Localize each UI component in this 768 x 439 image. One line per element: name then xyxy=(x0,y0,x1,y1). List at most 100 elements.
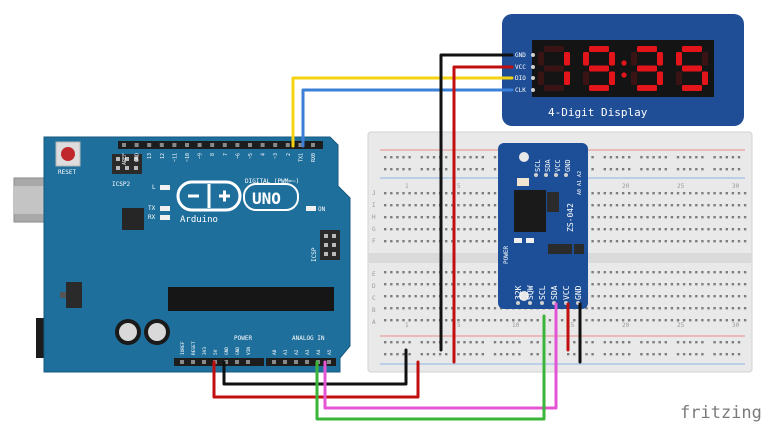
power-label: POWER xyxy=(503,246,510,264)
breadboard-hole xyxy=(469,271,472,274)
breadboard-hole xyxy=(591,192,594,195)
breadboard-hole xyxy=(615,240,619,243)
breadboard-hole xyxy=(658,156,661,159)
breadboard-hole xyxy=(737,319,741,322)
breadboard-hole xyxy=(621,204,625,207)
breadboard-hole xyxy=(713,192,716,195)
breadboard-hole xyxy=(609,353,613,356)
breadboard-hole xyxy=(420,319,423,322)
breadboard-hole xyxy=(591,271,594,274)
breadboard-hole xyxy=(640,168,643,171)
power-pin-label: GND xyxy=(224,347,230,355)
breadboard-hole xyxy=(475,156,478,159)
chip-label: ZS-042 xyxy=(566,203,575,232)
breadboard-hole xyxy=(640,192,643,195)
breadboard-hole xyxy=(573,319,576,322)
breadboard-hole xyxy=(384,353,387,356)
breadboard-hole xyxy=(591,156,594,159)
breadboard-hole xyxy=(591,228,594,231)
breadboard-hole xyxy=(713,283,716,286)
digital-label: DIGITAL (PWM=~) xyxy=(245,178,299,185)
breadboard-hole xyxy=(725,156,728,159)
breadboard-hole xyxy=(457,307,460,310)
breadboard-hole xyxy=(652,192,655,195)
breadboard-hole xyxy=(420,295,423,298)
breadboard-hole xyxy=(451,283,454,286)
breadboard-hole xyxy=(689,271,692,274)
breadboard-hole xyxy=(646,283,649,286)
breadboard-hole xyxy=(615,319,619,322)
breadboard-hole xyxy=(658,228,661,231)
breadboard-hole xyxy=(664,319,667,322)
breadboard-hole xyxy=(457,353,460,356)
breadboard-hole xyxy=(603,353,606,356)
breadboard-hole xyxy=(719,341,722,344)
breadboard-hole xyxy=(634,240,637,243)
breadboard-hole xyxy=(731,353,735,356)
pin-pad xyxy=(531,65,535,69)
breadboard-hole xyxy=(487,240,491,243)
breadboard-hole xyxy=(628,168,631,171)
breadboard-hole xyxy=(591,295,594,298)
breadboard-hole xyxy=(487,271,491,274)
breadboard-hole xyxy=(603,240,606,243)
four-digit-display-module: GND VCC DIO CLK 4-Digit Display xyxy=(502,14,744,126)
breadboard-hole xyxy=(414,216,417,219)
breadboard-hole xyxy=(707,192,710,195)
pin-label: GND xyxy=(564,159,572,172)
breadboard-hole xyxy=(701,295,704,298)
breadboard-hole xyxy=(506,319,509,322)
breadboard-hole xyxy=(713,307,716,310)
breadboard-hole xyxy=(658,319,661,322)
breadboard-hole xyxy=(725,271,728,274)
header-pin xyxy=(134,157,138,161)
reset-button xyxy=(55,141,81,167)
breadboard-hole xyxy=(603,307,606,310)
breadboard-hole xyxy=(536,353,539,356)
breadboard-hole xyxy=(493,295,497,298)
breadboard-hole xyxy=(390,353,393,356)
breadboard-hole xyxy=(426,307,430,310)
breadboard-hole xyxy=(445,341,448,344)
breadboard-hole xyxy=(493,216,497,219)
breadboard-hole xyxy=(487,192,491,195)
header-pin xyxy=(125,166,129,170)
segment-e xyxy=(583,71,589,85)
breadboard-hole xyxy=(426,271,430,274)
wire-red-vcc-display xyxy=(452,65,514,364)
breadboard-hole xyxy=(689,204,692,207)
breadboard-hole xyxy=(621,192,625,195)
breadboard-hole xyxy=(634,216,637,219)
breadboard-hole xyxy=(701,168,704,171)
breadboard-hole xyxy=(445,204,448,207)
column-number: 20 xyxy=(622,322,630,329)
breadboard-hole xyxy=(457,204,460,207)
breadboard-hole xyxy=(707,319,710,322)
pin-label: VCC xyxy=(562,285,571,300)
header-hole xyxy=(294,360,298,364)
breadboard-hole xyxy=(682,283,686,286)
breadboard-hole xyxy=(719,353,722,356)
breadboard-hole xyxy=(487,216,491,219)
breadboard-hole xyxy=(664,240,667,243)
display-pin-pads xyxy=(531,53,535,92)
breadboard-hole xyxy=(664,341,667,344)
mounting-hole xyxy=(519,291,529,301)
breadboard-hole xyxy=(457,156,460,159)
digital-pin-label: GND xyxy=(135,153,141,162)
power-pin-label: VIN xyxy=(246,347,252,355)
breadboard-hole xyxy=(420,271,423,274)
analog-pin-label: A4 xyxy=(316,349,322,355)
breadboard-hole xyxy=(475,283,478,286)
breadboard-hole xyxy=(481,156,484,159)
digital-pin-label: 13 xyxy=(147,153,153,159)
breadboard-hole xyxy=(408,319,411,322)
breadboard-hole xyxy=(695,240,698,243)
breadboard-hole xyxy=(615,353,619,356)
pin-label: SCL xyxy=(534,159,542,172)
breadboard-hole xyxy=(402,204,405,207)
breadboard-hole xyxy=(384,341,387,344)
breadboard-hole xyxy=(719,283,722,286)
breadboard-hole xyxy=(609,319,613,322)
